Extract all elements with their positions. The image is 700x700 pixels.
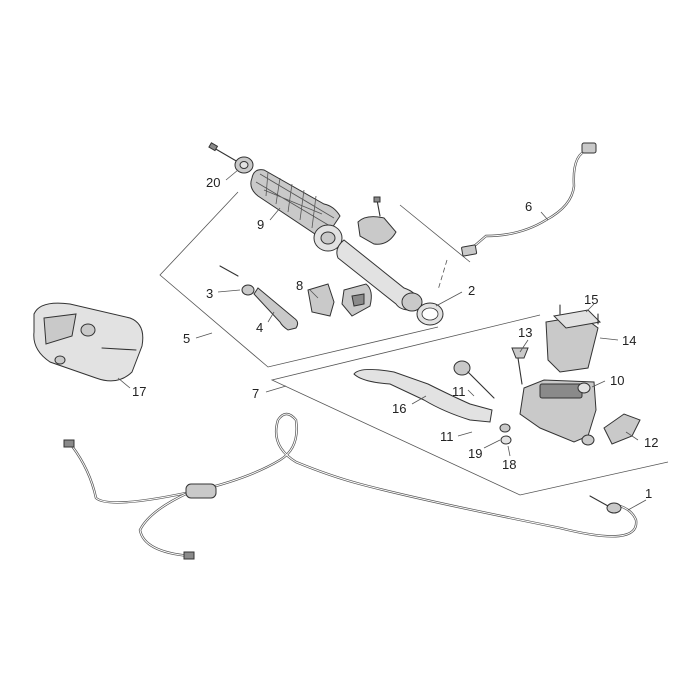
throttle-housing-parts [219, 265, 372, 331]
callout-11-lower: 11 [440, 429, 454, 444]
callout-12: 12 [644, 435, 658, 450]
switch-cable-part [461, 142, 597, 257]
callout-5: 5 [183, 331, 190, 346]
callout-18: 18 [502, 457, 516, 472]
callout-2: 2 [468, 283, 475, 298]
ring-part [416, 302, 444, 326]
callout-6: 6 [525, 199, 532, 214]
brake-assembly-parts [353, 304, 641, 446]
grip-part [250, 169, 343, 252]
leader-lines [117, 169, 647, 511]
callout-4: 4 [256, 320, 263, 335]
callout-3: 3 [206, 286, 213, 301]
callout-11-upper: 11 [452, 384, 466, 399]
throttle-tube-part [336, 196, 423, 312]
brake-hose-part [63, 412, 638, 560]
callout-10: 10 [610, 373, 624, 388]
callout-1: 1 [645, 486, 652, 501]
callout-14: 14 [622, 333, 636, 348]
callout-9: 9 [257, 217, 264, 232]
callout-labels: 20 9 6 2 3 4 8 5 13 15 14 10 12 11 16 11… [132, 175, 658, 501]
switch-housing-part [33, 302, 144, 382]
callout-8: 8 [296, 278, 303, 293]
group-outline-5 [159, 191, 471, 368]
callout-7: 7 [252, 386, 259, 401]
callout-20: 20 [206, 175, 220, 190]
callout-19: 19 [468, 446, 482, 461]
callout-13: 13 [518, 325, 532, 340]
callout-16: 16 [392, 401, 406, 416]
callout-17: 17 [132, 384, 146, 399]
group-outline-7 [270, 314, 669, 496]
bar-end-weight-part [208, 142, 254, 174]
callout-15: 15 [584, 292, 598, 307]
